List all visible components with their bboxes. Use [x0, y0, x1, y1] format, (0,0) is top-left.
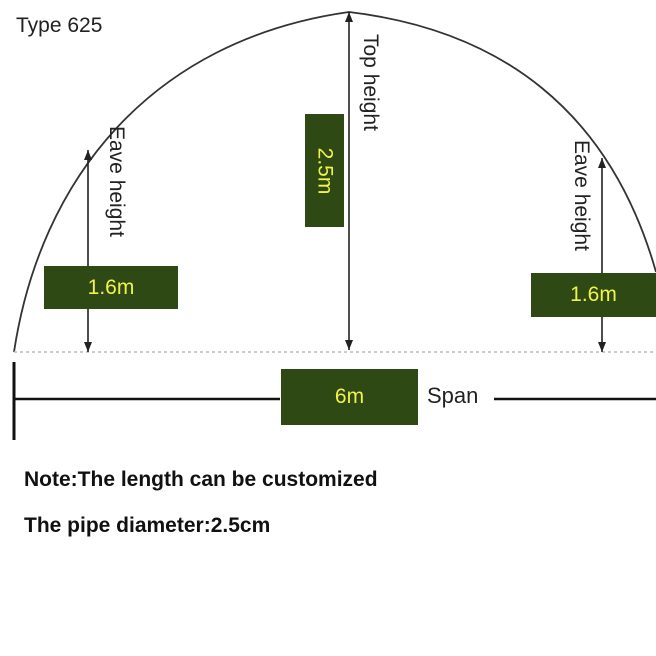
diagram-title: Type 625 — [16, 14, 103, 37]
eave-height-left-value: 1.6m — [87, 275, 135, 299]
eave-height-right-label: Eave height — [570, 140, 593, 251]
eave-height-right-arrow-top — [598, 158, 606, 168]
top-height-value: 2.5m — [313, 147, 337, 194]
span-value: 6m — [334, 385, 365, 408]
top-height-label: Top height — [359, 34, 382, 131]
note-length: Note:The length can be customized — [24, 468, 378, 491]
top-height-arrow-bottom — [345, 340, 353, 350]
note-pipe-diameter: The pipe diameter:2.5cm — [24, 514, 271, 537]
top-height-value-box: 2.5m — [305, 114, 344, 227]
span-label: Span — [427, 383, 479, 408]
eave-height-left-arrow-bottom — [84, 342, 92, 352]
eave-height-left-arrow-top — [84, 150, 92, 160]
eave-height-right-arrow-bottom — [598, 342, 606, 352]
eave-height-right-value: 1.6m — [570, 283, 617, 306]
top-height-arrow-top — [345, 12, 353, 22]
eave-height-left-label: Eave height — [105, 126, 128, 237]
eave-height-right-value-box: 1.6m — [531, 273, 656, 317]
span-value-box: 6m — [281, 369, 418, 425]
eave-height-left-value-box: 1.6m — [44, 266, 178, 309]
